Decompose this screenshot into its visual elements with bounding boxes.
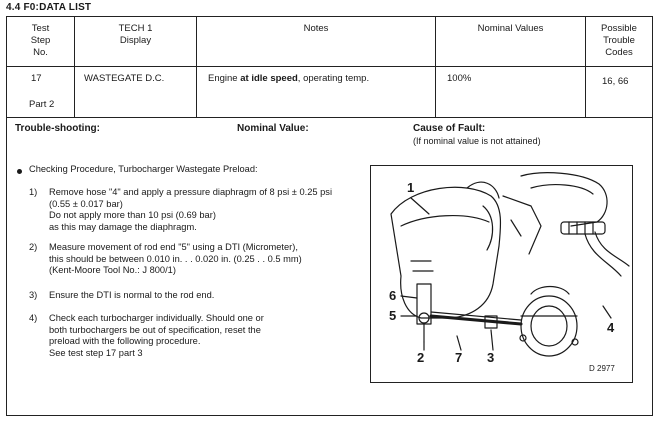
step4-line: preload with the following procedure. <box>49 336 201 347</box>
step1-number: 1) <box>29 187 38 197</box>
turbo-housing-detail <box>410 260 434 272</box>
clamp-detail <box>568 221 594 235</box>
callout-6: 6 <box>389 288 397 303</box>
turbocharger-drawing <box>390 172 630 357</box>
step3-number: 3) <box>29 290 38 300</box>
procedure-title: Checking Procedure, Turbocharger Wastega… <box>29 164 258 174</box>
heading-cause-note: (If nominal value is not attained) <box>413 136 541 146</box>
step2-line: this should be between 0.010 in. . . 0.0… <box>49 253 302 264</box>
col-divider-1 <box>74 17 75 117</box>
callout-7: 7 <box>455 350 463 365</box>
header-nominal-values: Nominal Values <box>477 23 544 34</box>
step1-line: (0.55 ± 0.017 bar) <box>49 198 123 209</box>
callout-2: 2 <box>417 350 425 365</box>
manifold-detail <box>530 184 594 195</box>
figure-code: D 2977 <box>589 364 615 373</box>
heading-troubleshooting: Trouble-shooting: <box>15 123 100 134</box>
step4-line: both turbochargers be out of specificati… <box>49 324 261 335</box>
col-divider-2 <box>196 17 197 117</box>
callout-5: 5 <box>389 308 397 323</box>
bullet-marker <box>17 169 22 174</box>
table-header-divider <box>7 66 652 67</box>
actuator-bolt <box>571 338 579 346</box>
manifold-shape <box>520 172 608 227</box>
row-notes-condition: at idle speed <box>240 73 298 84</box>
row-notes-prefix: Engine <box>208 73 241 84</box>
data-list-frame: Test Step No. TECH 1 Display Notes Nomin… <box>6 16 653 416</box>
step2-line: (Kent-Moore Tool No.: J 800/1) <box>49 265 176 276</box>
row-tech1-display: WASTEGATE D.C. <box>84 73 165 84</box>
row-nominal-value: 100% <box>447 73 472 84</box>
col-divider-4 <box>585 17 586 117</box>
header-test-step: Test Step No. <box>30 23 51 58</box>
row-notes-suffix: , operating temp. <box>297 73 370 84</box>
turbo-housing-detail <box>466 181 500 199</box>
row-step-part: Part 2 <box>29 99 55 110</box>
step2-line: Measure movement of rod end "5" using a … <box>49 242 298 252</box>
table-bottom-divider <box>7 117 652 118</box>
actuator-bolt <box>519 334 527 342</box>
rod-end <box>418 312 430 324</box>
leader-line <box>490 329 494 351</box>
callout-4: 4 <box>607 320 615 335</box>
header-trouble-codes: Possible Trouble Codes <box>601 23 637 58</box>
row-step-number: 17 <box>31 73 42 84</box>
step2-number: 2) <box>29 242 38 252</box>
step4-number: 4) <box>29 313 38 323</box>
header-notes: Notes <box>303 23 329 34</box>
row-notes: Engine at idle speed, operating temp. <box>208 73 369 85</box>
step1-line: as this may damage the diaphragm. <box>49 221 197 232</box>
turbo-housing-detail <box>482 205 494 251</box>
step1-line: Do not apply more than 10 psi (0.69 bar) <box>49 210 216 221</box>
actuator-rod <box>429 314 523 326</box>
turbo-housing-detail <box>400 215 490 227</box>
section-title: 4.4 F0:DATA LIST <box>6 2 92 13</box>
hose-shape <box>584 233 622 277</box>
leader-line <box>410 197 430 215</box>
bracket-detail <box>510 219 522 237</box>
turbo-housing-shape <box>390 186 502 319</box>
hose-shape <box>594 231 630 267</box>
heading-cause-of-fault: Cause of Fault: <box>413 123 486 134</box>
actuator-top <box>530 285 570 295</box>
actuator-canister <box>520 295 578 357</box>
header-tech1-display: TECH 1 Display <box>118 23 153 46</box>
col-divider-3 <box>435 17 436 117</box>
rod-nut <box>484 315 498 329</box>
bracket-shape <box>502 195 542 255</box>
clamp-shape <box>560 221 606 235</box>
callout-1: 1 <box>407 180 415 195</box>
step4-line: See test step 17 part 3 <box>49 347 143 358</box>
leader-line <box>456 335 462 351</box>
row-trouble-codes: 16, 66 <box>602 76 629 87</box>
leader-line <box>602 305 612 319</box>
callout-3: 3 <box>487 350 495 365</box>
step4-line: Check each turbocharger individually. Sh… <box>49 313 264 323</box>
leader-line <box>400 295 418 299</box>
heading-nominal-value: Nominal Value: <box>237 123 309 134</box>
wastegate-illustration: 1 2 3 4 5 6 7 D 2977 <box>370 165 633 383</box>
step3-line: Ensure the DTI is normal to the rod end. <box>49 290 215 300</box>
actuator-canister-inner <box>530 305 568 347</box>
actuator-rod-edge <box>430 311 522 321</box>
step1-line: Remove hose "4" and apply a pressure dia… <box>49 187 333 197</box>
